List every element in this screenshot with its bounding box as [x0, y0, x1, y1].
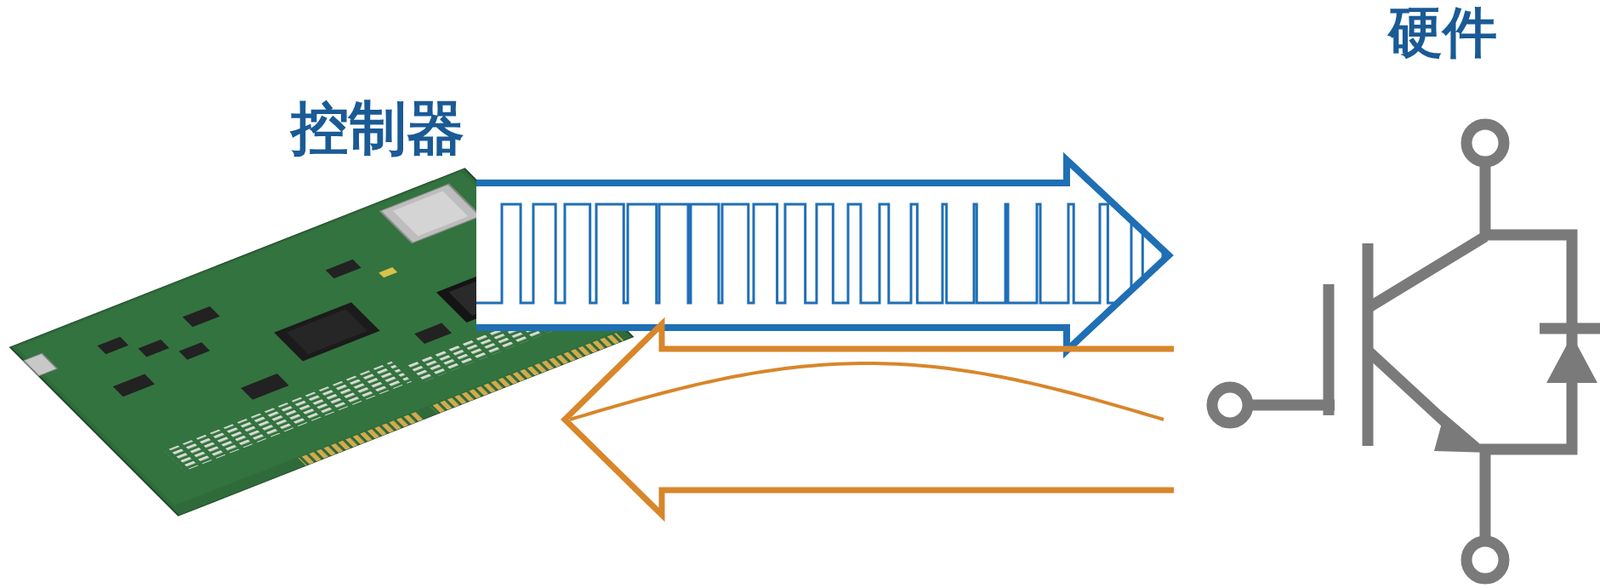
feedback-waveform [569, 363, 1164, 420]
command-arrow [476, 159, 1179, 351]
arrow-fill [476, 159, 1169, 351]
node-heading: 硬件 [1388, 0, 1498, 66]
arrow-outline [476, 159, 1169, 351]
node-heading: 控制器 [290, 93, 465, 164]
feedback-arrow [564, 324, 1174, 515]
pwm-waveform [476, 204, 1179, 303]
usb-port [23, 353, 57, 376]
main-chip [273, 301, 380, 361]
hardware-node: 硬件 [1173, 0, 1600, 588]
arrow-outline [564, 324, 1174, 515]
controller-node: 控制器 [10, 93, 477, 516]
silkscreen [164, 361, 412, 472]
sd-card-holder [380, 183, 481, 243]
gold-fingers [298, 411, 425, 467]
